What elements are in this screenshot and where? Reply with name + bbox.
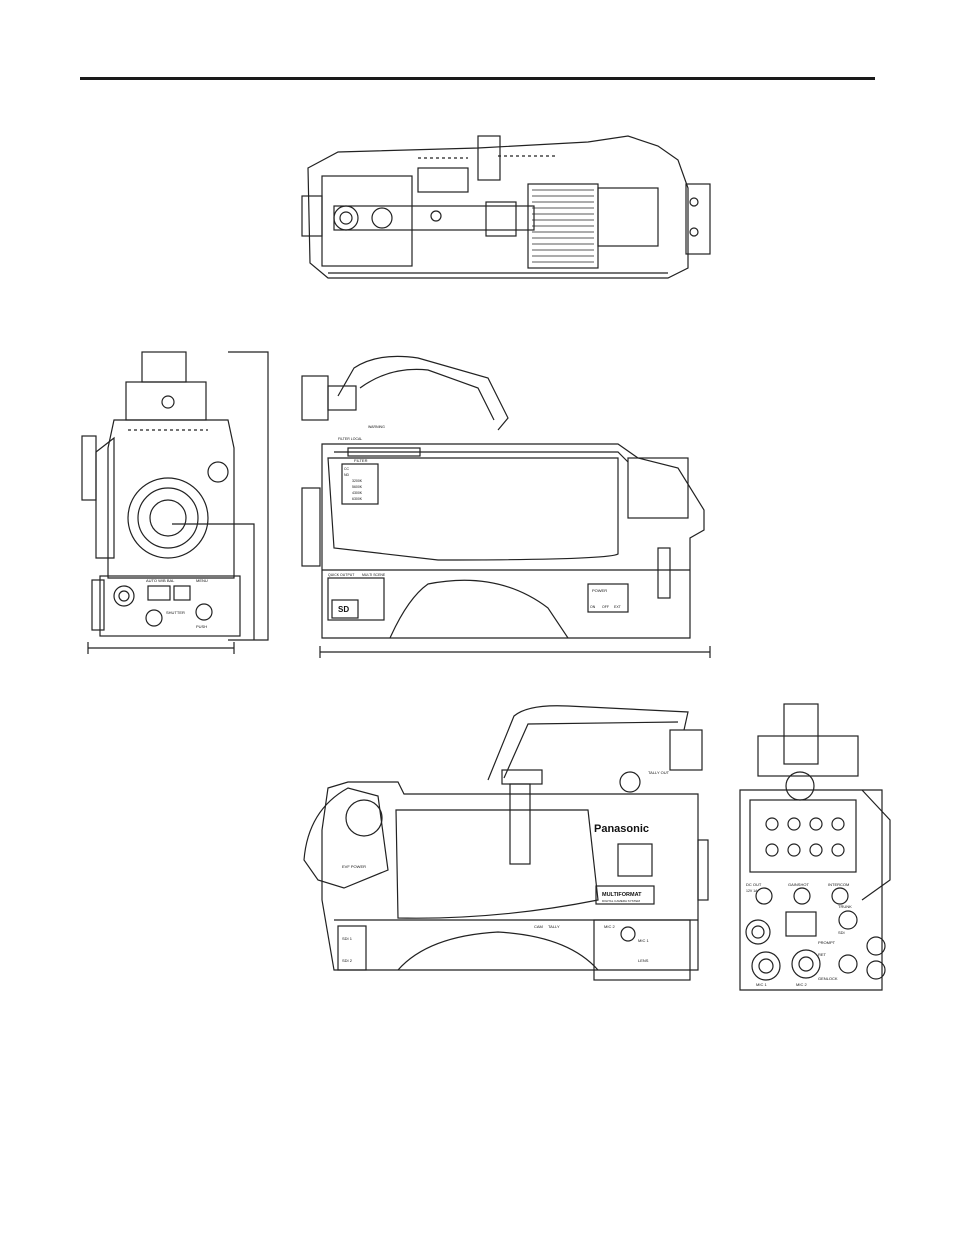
rear-label-sdi: SDI — [838, 930, 845, 935]
right-label-sdi1: SDI 1 — [342, 936, 353, 941]
left-label-sd-logo: SD — [338, 605, 349, 614]
right-label-cam: CAM — [534, 924, 543, 929]
front-label-2: SHUTTER — [166, 610, 185, 615]
badge-title: MULTIFORMAT — [602, 892, 642, 898]
left-label-6300k: 6300K — [352, 497, 363, 501]
left-label-nd: ND — [344, 473, 350, 477]
front-label-3: PUSH — [196, 624, 207, 629]
top-view-drawing — [298, 128, 718, 288]
front-label-0: AUTO W/B BAL — [146, 578, 175, 583]
rear-label-gainshot: GAINSHOT — [788, 882, 809, 887]
right-label-mic2: MIC 2 — [604, 924, 615, 929]
right-label-tally: TALLY — [548, 924, 560, 929]
front-view-drawing: AUTO W/B BAL MENU SHUTTER PUSH — [78, 348, 278, 660]
rear-label-12v: 12V 1A — [746, 889, 758, 893]
left-label-4300k: 4300K — [352, 491, 363, 495]
front-label-1: MENU — [196, 578, 208, 583]
rear-label-intercom: INTERCOM — [828, 882, 849, 887]
left-label-multi-scene: MULTI SCENE — [362, 573, 386, 577]
left-label-ext: EXT — [614, 605, 622, 609]
left-label-5600k: 5600K — [352, 485, 363, 489]
left-label-off: OFF — [602, 605, 609, 609]
right-label-tally-out: TALLY OUT — [648, 770, 670, 775]
left-label-3200k: 3200K — [352, 479, 363, 483]
left-label-cc: CC — [344, 467, 350, 471]
rear-label-trunk: TRUNK — [838, 904, 852, 909]
left-label-warning: WARNING — [368, 425, 385, 429]
rear-label-ret: RET — [818, 952, 827, 957]
left-side-view-drawing: FILTER CC ND 3200K 5600K 4300K 6300K POW… — [298, 348, 718, 660]
brand-logo-text: Panasonic — [594, 823, 649, 835]
rear-label-dc-out: DC OUT — [746, 882, 762, 887]
left-label-on: ON — [590, 605, 596, 609]
rear-label-mic1: MIC 1 — [756, 982, 767, 987]
left-label-filter: FILTER — [354, 458, 368, 463]
rear-label-genlock: GENLOCK — [818, 976, 838, 981]
right-label-lens: LENS — [638, 958, 649, 963]
right-side-view-drawing: Panasonic MULTIFORMAT DIGITAL CAMERA SYS… — [298, 700, 718, 996]
rear-label-mic2: MIC 2 — [796, 982, 807, 987]
left-label-power: POWER — [592, 588, 607, 593]
right-label-mic1: MIC 1 — [638, 938, 649, 943]
rear-label-prompt: PROMPT — [818, 940, 836, 945]
left-label-quick-output: QUICK OUTPUT — [328, 573, 355, 577]
right-label-sdi2: SDI 2 — [342, 958, 353, 963]
header-rule — [80, 77, 875, 80]
left-label-filter-local: FILTER LOCAL — [338, 437, 362, 441]
right-label-evf-power: EVF POWER — [342, 864, 366, 869]
badge-subtitle: DIGITAL CAMERA SYSTEM — [602, 899, 641, 903]
rear-view-drawing: DC OUT 12V 1A GAINSHOT INTERCOM TRUNK SD… — [732, 700, 892, 996]
